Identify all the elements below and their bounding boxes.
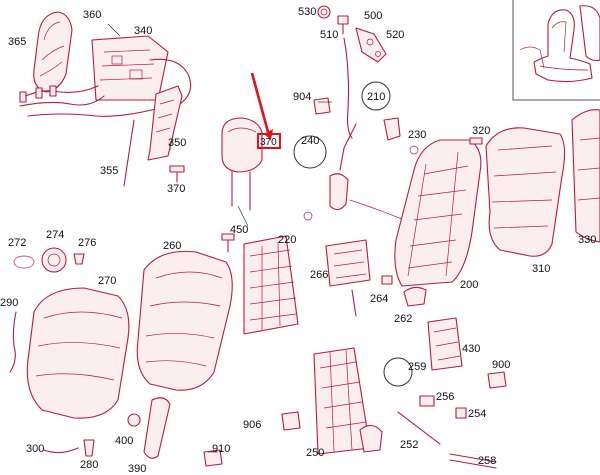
label-220: 220 xyxy=(278,234,296,246)
part-904-connector xyxy=(313,97,331,115)
label-200: 200 xyxy=(460,279,478,291)
part-260-backrest-cushion xyxy=(136,250,233,391)
label-340: 340 xyxy=(134,25,152,37)
label-355: 355 xyxy=(100,165,118,177)
label-450: 450 xyxy=(230,224,248,236)
label-500: 500 xyxy=(364,10,382,22)
label-252: 252 xyxy=(400,439,418,451)
part-272-ring xyxy=(13,255,35,269)
callout-259 xyxy=(383,357,413,387)
label-258: 258 xyxy=(478,455,496,467)
part-390-bladder xyxy=(143,397,171,459)
part-254-clip xyxy=(455,407,467,419)
part-250-seat-frame xyxy=(313,347,383,455)
label-300: 300 xyxy=(26,443,44,455)
label-270: 270 xyxy=(98,275,116,287)
part-252-rod xyxy=(397,411,441,445)
part-370-screw xyxy=(169,165,185,183)
label-390: 390 xyxy=(128,463,146,475)
part-240-motor xyxy=(303,123,405,221)
part-350-control-module xyxy=(147,85,183,161)
label-900: 900 xyxy=(492,359,510,371)
part-400-disc xyxy=(127,413,141,427)
part-258-rail xyxy=(449,453,497,469)
part-900-connector xyxy=(487,371,507,389)
label-530: 530 xyxy=(298,6,316,18)
label-266: 266 xyxy=(310,269,328,281)
label-274: 274 xyxy=(46,229,64,241)
part-220-mechanism xyxy=(243,235,299,335)
part-274-disc xyxy=(41,247,67,273)
part-370-headrest xyxy=(221,117,263,211)
part-266-switch-panel xyxy=(325,239,371,317)
label-290: 290 xyxy=(0,297,18,309)
label-240: 240 xyxy=(301,135,319,147)
label-400: 400 xyxy=(115,435,133,447)
seat-overview-inset xyxy=(512,0,600,101)
part-355-rod xyxy=(123,119,135,187)
label-510: 510 xyxy=(320,29,338,41)
part-270-seat-cushion xyxy=(26,287,130,419)
label-330: 330 xyxy=(578,234,596,246)
label-350: 350 xyxy=(168,137,186,149)
part-530-cap xyxy=(317,5,331,19)
label-910: 910 xyxy=(212,443,230,455)
part-230-bracket xyxy=(383,117,419,155)
part-262-handle xyxy=(403,286,427,307)
callout-240 xyxy=(293,135,327,169)
part-365-backrest-cover xyxy=(33,11,73,93)
part-276-clip xyxy=(73,253,85,265)
label-260: 260 xyxy=(163,240,181,252)
label-262: 262 xyxy=(394,313,412,325)
label-272: 272 xyxy=(8,237,26,249)
part-906-connector xyxy=(281,411,301,431)
callout-210 xyxy=(361,81,391,111)
part-264-bolt xyxy=(381,275,393,285)
label-906: 906 xyxy=(243,419,261,431)
part-200-backrest-frame xyxy=(394,139,482,287)
label-230: 230 xyxy=(408,129,426,141)
label-904: 904 xyxy=(293,91,311,103)
label-250: 250 xyxy=(306,447,324,459)
leader-lines xyxy=(107,23,332,453)
label-320: 320 xyxy=(472,125,490,137)
part-320-bolt xyxy=(469,137,483,145)
part-430-module xyxy=(427,317,463,371)
part-910-connector xyxy=(203,449,223,467)
part-256-clip xyxy=(419,395,435,407)
part-500-bolt xyxy=(337,15,349,35)
label-430: 430 xyxy=(462,343,480,355)
label-210: 210 xyxy=(367,91,385,103)
label-360: 360 xyxy=(83,9,101,21)
label-264: 264 xyxy=(370,293,388,305)
highlight-box xyxy=(257,133,281,149)
label-365: 365 xyxy=(8,36,26,48)
part-300-cable xyxy=(43,447,79,454)
part-520-bracket xyxy=(355,27,387,63)
part-280-plug xyxy=(83,439,95,457)
label-276: 276 xyxy=(78,237,96,249)
label-520: 520 xyxy=(386,29,404,41)
label-280: 280 xyxy=(80,459,98,471)
label-254: 254 xyxy=(468,408,486,420)
part-340-backrest-panel xyxy=(19,35,192,117)
part-450-screw xyxy=(221,233,235,253)
part-330-rear-cover xyxy=(571,109,600,243)
part-290-wire xyxy=(9,311,17,373)
part-510-cable xyxy=(343,37,353,139)
label-259: 259 xyxy=(408,361,426,373)
label-370-highlighted: 370 xyxy=(260,137,277,148)
part-labels: 360 365 340 350 355 370 370 530 500 510 … xyxy=(0,6,596,475)
label-310: 310 xyxy=(532,263,550,275)
label-256: 256 xyxy=(436,391,454,403)
label-370: 370 xyxy=(167,183,185,195)
part-310-backrest-shell xyxy=(485,127,566,257)
